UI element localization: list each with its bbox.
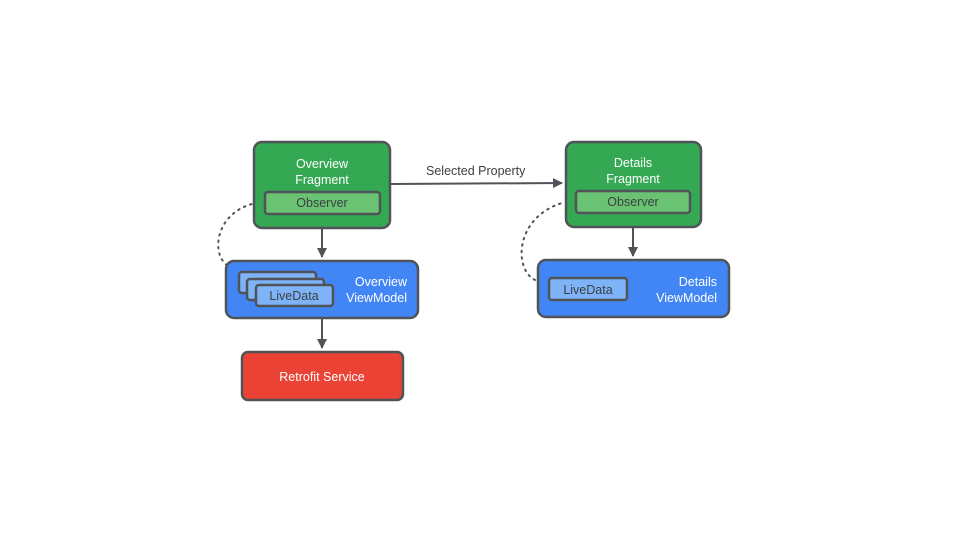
edge-label-selected-property: Selected Property bbox=[426, 164, 526, 178]
retrofit-service-label: Retrofit Service bbox=[279, 370, 364, 384]
overview-livedata-label: LiveData bbox=[269, 289, 318, 303]
details-fragment-title-line1: Details bbox=[614, 156, 652, 170]
details-observer-label: Observer bbox=[607, 195, 658, 209]
details-viewmodel-title-line2: ViewModel bbox=[656, 291, 717, 305]
edge-overview-fragment-to-details-fragment bbox=[390, 178, 563, 189]
details-viewmodel-node: LiveData Details ViewModel bbox=[536, 258, 731, 319]
retrofit-service-node: Retrofit Service bbox=[240, 350, 405, 402]
details-observer-box: Observer bbox=[574, 189, 692, 215]
details-fragment-node: Details Fragment Observer bbox=[564, 140, 703, 229]
overview-observer-label: Observer bbox=[296, 196, 347, 210]
details-viewmodel-title-line1: Details bbox=[679, 275, 717, 289]
overview-fragment-title-line2: Fragment bbox=[295, 173, 349, 187]
overview-fragment-node: Overview Fragment Observer bbox=[252, 140, 392, 230]
overview-fragment-title-line1: Overview bbox=[296, 157, 349, 171]
overview-viewmodel-title-line2: ViewModel bbox=[346, 291, 407, 305]
details-fragment-title-line2: Fragment bbox=[606, 172, 660, 186]
details-livedata-box: LiveData bbox=[547, 276, 629, 302]
details-livedata-label: LiveData bbox=[563, 283, 612, 297]
overview-viewmodel-node: LiveData Overview ViewModel bbox=[224, 259, 420, 320]
overview-livedata-stack: LiveData bbox=[237, 270, 335, 308]
overview-viewmodel-title-line1: Overview bbox=[355, 275, 408, 289]
overview-observer-box: Observer bbox=[263, 190, 382, 216]
